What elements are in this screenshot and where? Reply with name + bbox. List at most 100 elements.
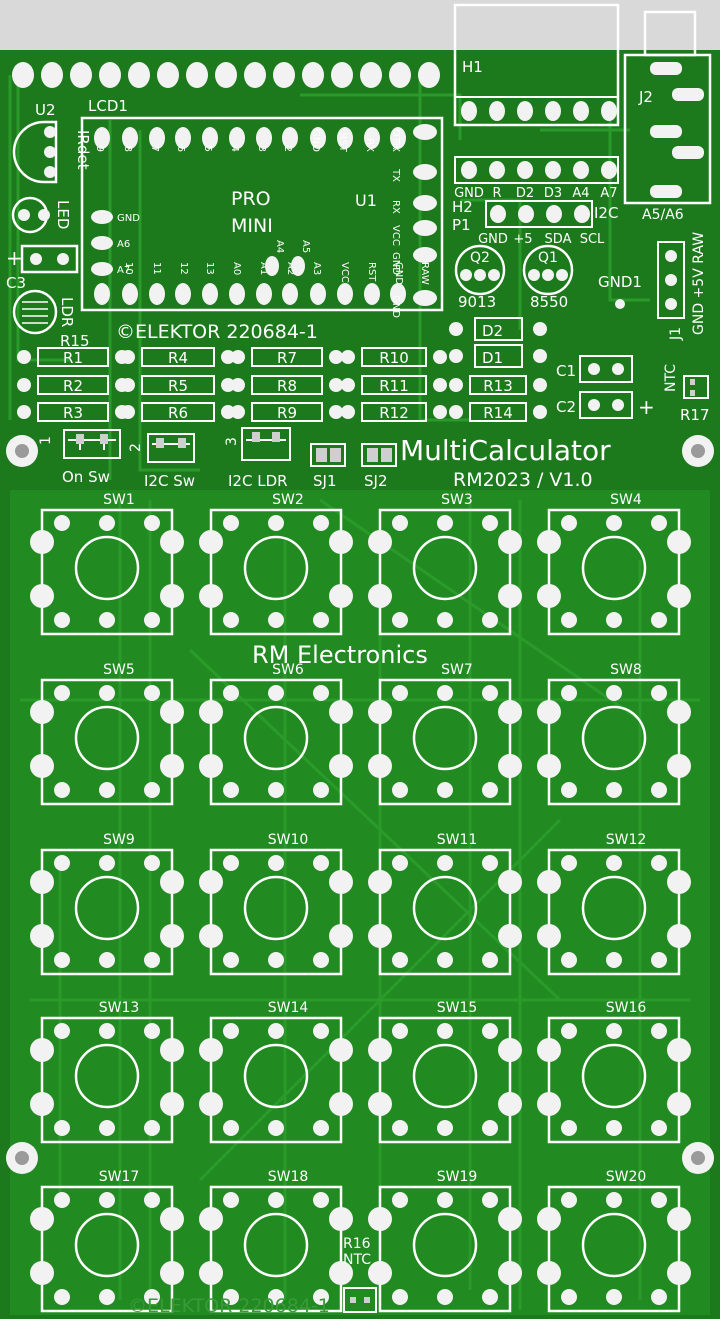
promini-top-pad bbox=[202, 127, 218, 149]
switch-actuator[interactable] bbox=[581, 1212, 647, 1278]
switch-actuator[interactable] bbox=[74, 705, 140, 771]
switch-actuator[interactable] bbox=[581, 1043, 647, 1109]
switch-sw6[interactable]: SW6 bbox=[199, 662, 353, 806]
switch-pad bbox=[437, 1023, 453, 1039]
switch-actuator[interactable] bbox=[243, 875, 309, 941]
switch-sw4[interactable]: SW4 bbox=[537, 492, 691, 636]
switch-actuator[interactable] bbox=[74, 535, 140, 601]
resistor-r8: R8 bbox=[231, 375, 343, 395]
switch-sw10[interactable]: SW10 bbox=[199, 832, 353, 976]
promini-right-pad bbox=[413, 247, 437, 263]
switch-actuator[interactable] bbox=[581, 705, 647, 771]
lcd-outline bbox=[80, 116, 444, 312]
h1-pin bbox=[545, 101, 561, 121]
switch-sw14[interactable]: SW14 bbox=[199, 1000, 353, 1144]
switch-sw1[interactable]: SW1 bbox=[30, 492, 184, 636]
switch-mount-pad bbox=[30, 924, 54, 948]
promini-right-pin-label: TX bbox=[390, 168, 401, 182]
switch-label: SW16 bbox=[606, 1000, 647, 1016]
switch-pad bbox=[144, 782, 160, 798]
q2-part: 9013 bbox=[458, 293, 496, 311]
switch-actuator[interactable] bbox=[243, 705, 309, 771]
promini-title-2: MINI bbox=[231, 215, 273, 237]
promini-top-pad bbox=[229, 127, 245, 149]
switch-actuator[interactable] bbox=[243, 1043, 309, 1109]
switch-outline bbox=[40, 678, 174, 806]
resistor-pad bbox=[433, 405, 447, 419]
switch-mount-pad bbox=[329, 1092, 353, 1116]
h1-pin bbox=[461, 101, 477, 121]
switch-pad bbox=[561, 515, 577, 531]
h2-pin bbox=[573, 161, 589, 179]
j2-slot bbox=[650, 125, 682, 138]
resistor-body bbox=[361, 402, 427, 422]
switch-sw11[interactable]: SW11 bbox=[368, 832, 522, 976]
switch-mount-pad bbox=[667, 700, 691, 724]
switch-mount-pad bbox=[368, 584, 392, 608]
switch-actuator[interactable] bbox=[412, 535, 478, 601]
resistor-body bbox=[251, 375, 323, 395]
switch-sw17[interactable]: SW17 bbox=[30, 1169, 184, 1313]
switch-pad bbox=[392, 855, 408, 871]
switch-actuator[interactable] bbox=[243, 535, 309, 601]
switch-pad bbox=[392, 612, 408, 628]
switch-sw13[interactable]: SW13 bbox=[30, 1000, 184, 1144]
switch-sw16[interactable]: SW16 bbox=[537, 1000, 691, 1144]
switch-actuator[interactable] bbox=[581, 535, 647, 601]
switch-sw5[interactable]: SW5 bbox=[30, 662, 184, 806]
switch-pad bbox=[223, 515, 239, 531]
switch-actuator[interactable] bbox=[581, 875, 647, 941]
switch-pad bbox=[54, 685, 70, 701]
switch-pad bbox=[606, 1023, 622, 1039]
led-label: LED bbox=[54, 200, 72, 229]
switch-mount-pad bbox=[199, 754, 223, 778]
switch-pad bbox=[651, 855, 667, 871]
switch-mount-pad bbox=[667, 1207, 691, 1231]
switch-actuator[interactable] bbox=[74, 1212, 140, 1278]
switch-outline bbox=[209, 848, 343, 976]
switch-sw19[interactable]: SW19 bbox=[368, 1169, 522, 1313]
switch-mount-pad bbox=[329, 870, 353, 894]
switch-sw9[interactable]: SW9 bbox=[30, 832, 184, 976]
switch-sw3[interactable]: SW3 bbox=[368, 492, 522, 636]
switch-label: SW7 bbox=[441, 662, 473, 678]
switch-actuator[interactable] bbox=[74, 875, 140, 941]
switch-actuator[interactable] bbox=[74, 1043, 140, 1109]
switch-sw2[interactable]: SW2 bbox=[199, 492, 353, 636]
p1-pin bbox=[518, 205, 534, 223]
switch-pad bbox=[268, 855, 284, 871]
switch-actuator[interactable] bbox=[412, 1043, 478, 1109]
switch-actuator[interactable] bbox=[412, 875, 478, 941]
resistor-pad bbox=[17, 350, 31, 364]
switch-label: SW11 bbox=[437, 832, 478, 848]
r16-label: NTC bbox=[343, 1252, 371, 1268]
promini-top-pin-label: 5 bbox=[202, 146, 213, 152]
switch-sw8[interactable]: SW8 bbox=[537, 662, 691, 806]
p1-pin bbox=[490, 205, 506, 223]
connector-label: I2C LDR bbox=[228, 472, 288, 490]
switch-actuator[interactable] bbox=[412, 705, 478, 771]
switch-mount-pad bbox=[498, 870, 522, 894]
resistor-r3: R3 bbox=[17, 402, 129, 422]
switch-sw7[interactable]: SW7 bbox=[368, 662, 522, 806]
promini-bottom-pin-label: GND bbox=[393, 262, 404, 285]
gnd1-label: GND1 bbox=[598, 273, 642, 291]
resistor-label: R11 bbox=[379, 377, 409, 395]
switch-mount-pad bbox=[537, 924, 561, 948]
header-pin bbox=[157, 62, 179, 88]
switch-sw20[interactable]: SW20 bbox=[537, 1169, 691, 1313]
switch-actuator[interactable] bbox=[412, 1212, 478, 1278]
switch-actuator[interactable] bbox=[243, 1212, 309, 1278]
switch-sw15[interactable]: SW15 bbox=[368, 1000, 522, 1144]
promini-right-pad bbox=[413, 290, 437, 306]
switch-mount-pad bbox=[667, 870, 691, 894]
switch-sw18[interactable]: SW18 bbox=[199, 1169, 353, 1313]
switch-pad bbox=[268, 782, 284, 798]
promini-bottom-pad bbox=[229, 283, 245, 305]
switch-outline bbox=[547, 1185, 681, 1313]
switch-sw12[interactable]: SW12 bbox=[537, 832, 691, 976]
promini-right-pin-label: RX bbox=[390, 200, 401, 214]
r17-label: R17 bbox=[680, 406, 710, 424]
